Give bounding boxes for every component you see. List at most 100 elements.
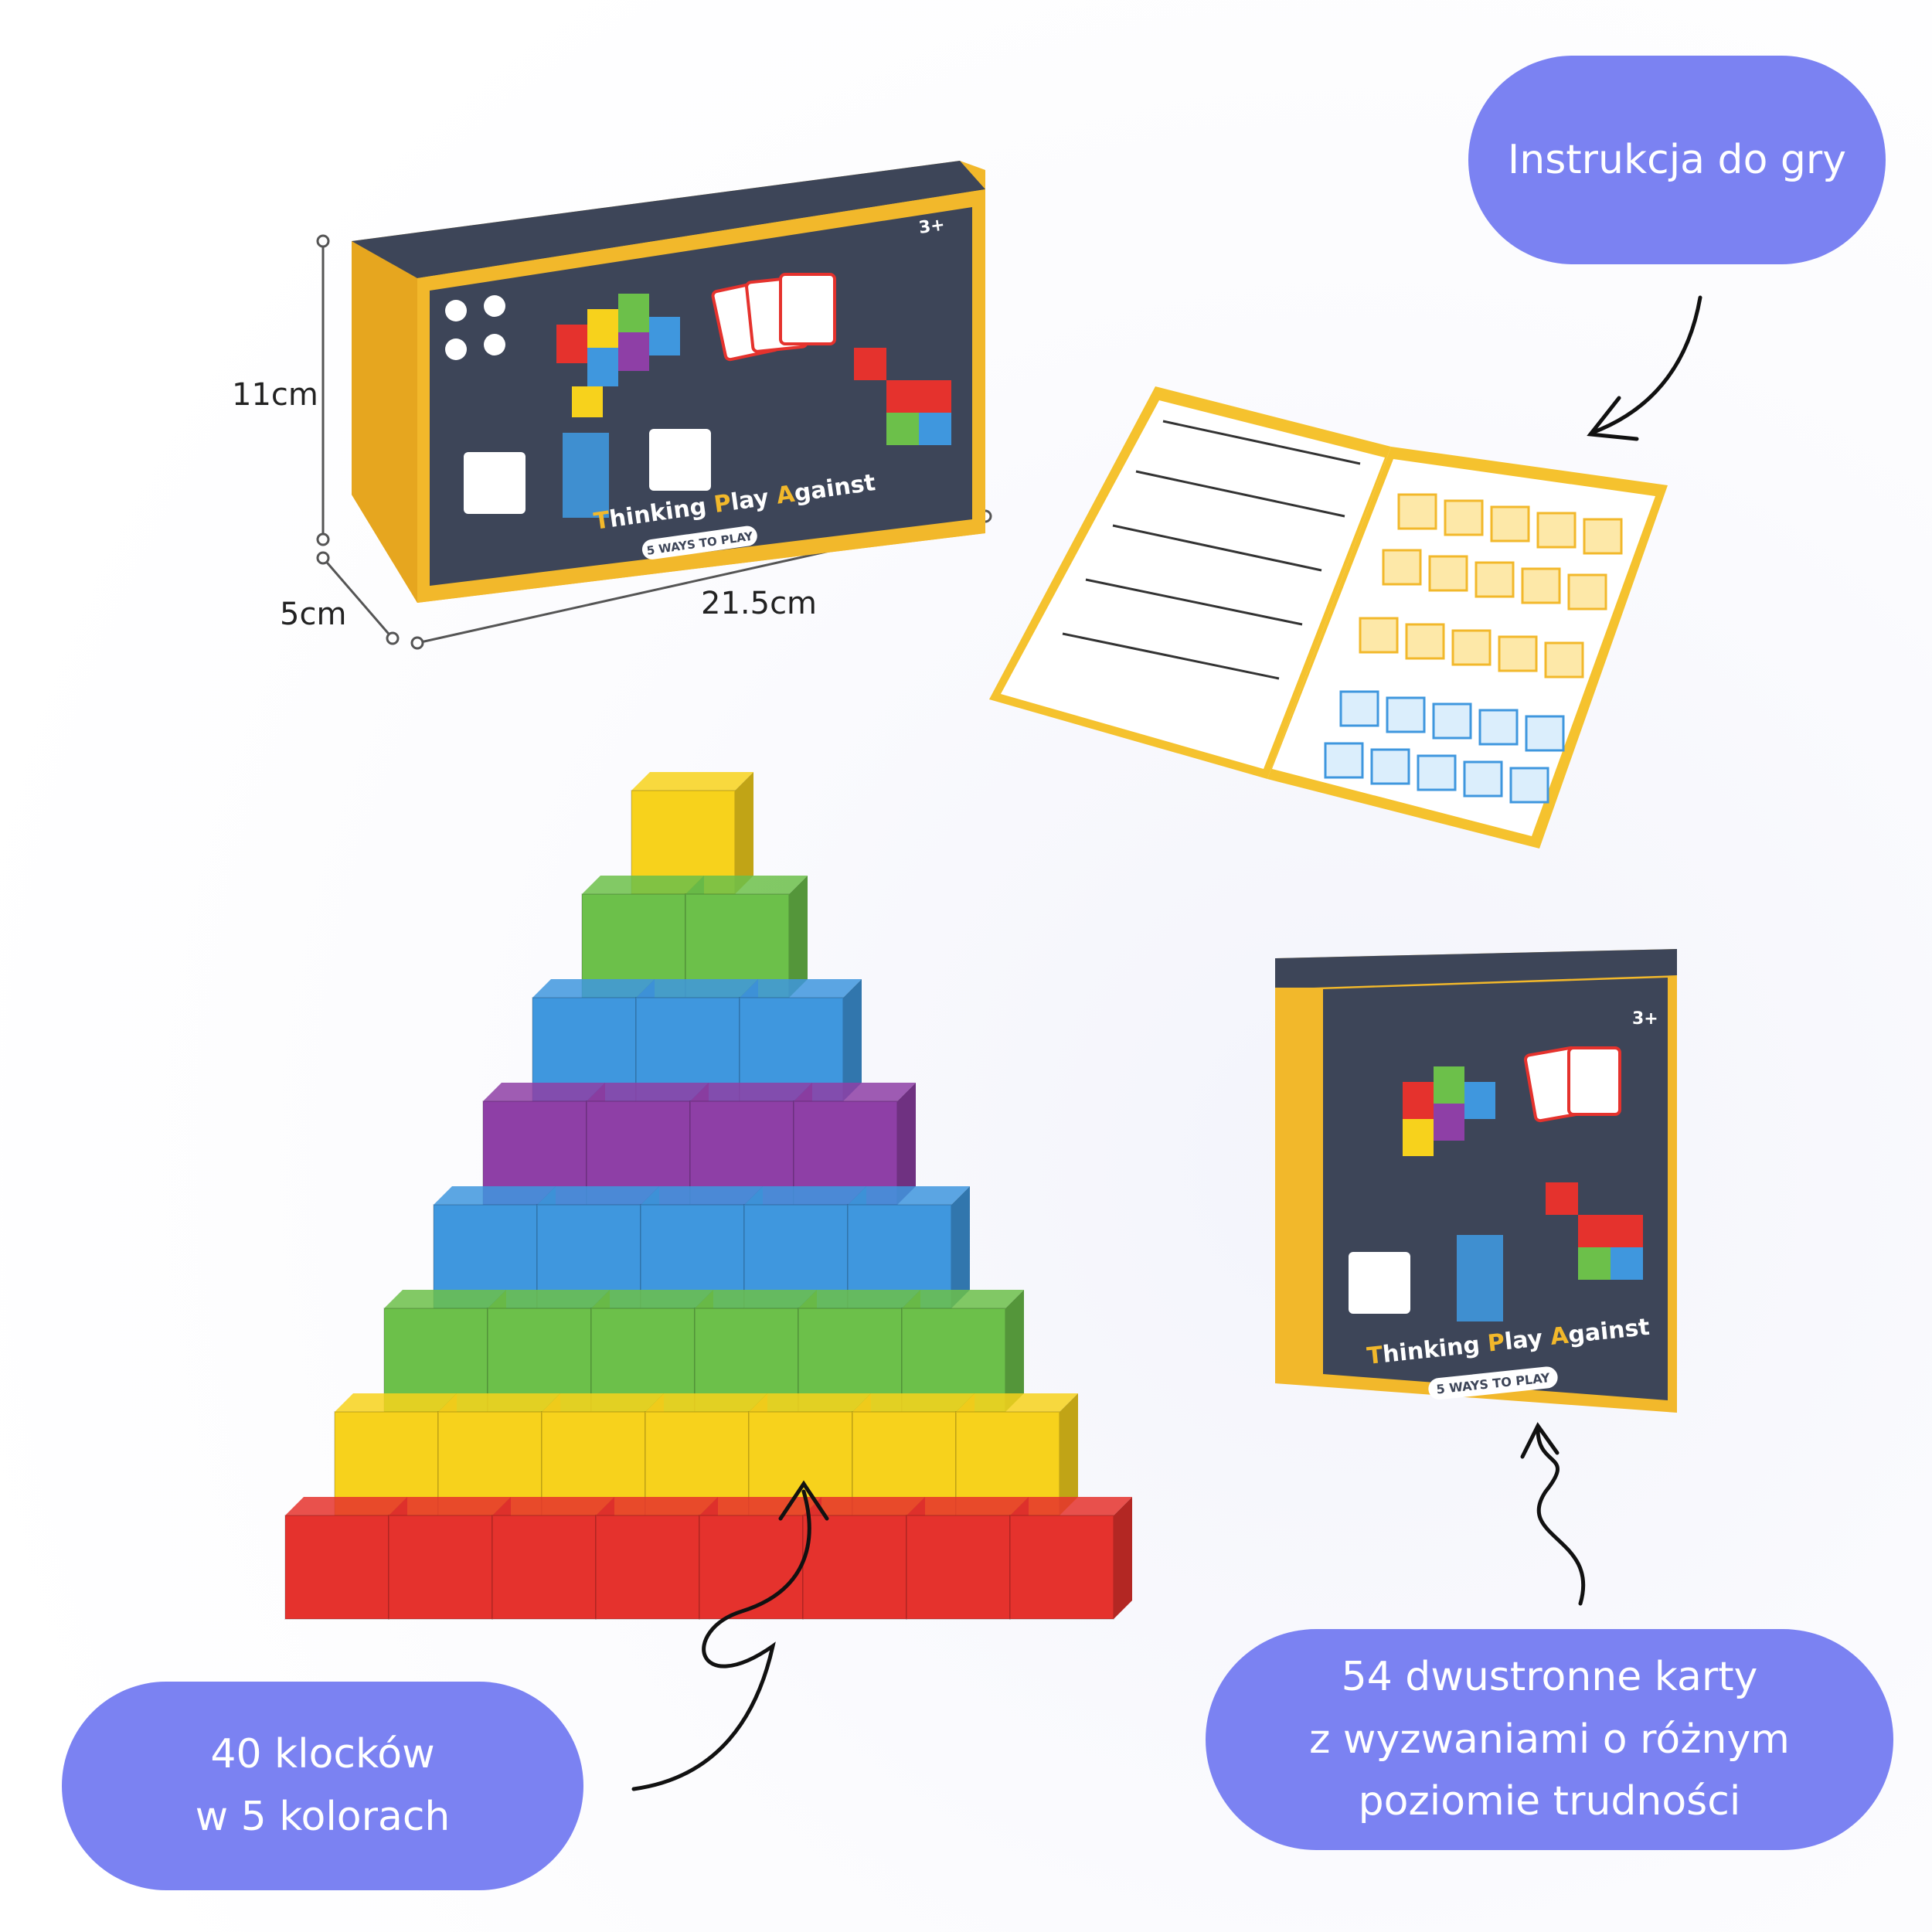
block-top-face (744, 1186, 866, 1205)
block-red (388, 1515, 493, 1620)
block-top-face (645, 1393, 767, 1412)
decorative-arrows (631, 295, 1702, 1791)
block-side-face (1060, 1393, 1078, 1515)
block-side-face (1114, 1497, 1132, 1619)
box-top-panel (352, 161, 985, 278)
block-top-face (803, 1497, 925, 1515)
block-top-face (434, 1186, 556, 1205)
box-title-part: lay (729, 483, 778, 516)
block-side-face (1005, 1290, 1024, 1412)
box-number-art (464, 429, 711, 518)
arrow-to-pyramid-icon (631, 1489, 811, 1791)
booklet-number-tiles (1324, 690, 1565, 804)
depth-dimension-label: 5cm (280, 597, 347, 632)
block-top-face (631, 772, 753, 791)
box-title-p: P (1486, 1328, 1506, 1357)
booklet-puzzle-tiles (1359, 493, 1623, 679)
blocks-callout: 40 klocków w 5 kolorach (62, 1682, 583, 1890)
block-side-face (843, 979, 862, 1101)
small-box-blocks-art (1403, 1066, 1495, 1156)
block-top-face (956, 1393, 1078, 1412)
block-top-face (483, 1083, 605, 1101)
arrow-to-booklet-icon-head (1587, 396, 1639, 441)
block-top-face (641, 1186, 763, 1205)
block-top-face (335, 1393, 457, 1412)
arrow-to-small-box-icon-head (1520, 1422, 1560, 1459)
block-top-face (587, 1083, 709, 1101)
cards-callout: 54 dwustronne karty z wyzwaniami o różny… (1206, 1629, 1893, 1850)
block-top-face (582, 876, 704, 894)
block-top-face (532, 979, 655, 998)
age-label: 3+ (917, 215, 946, 237)
box-title-p: P (713, 489, 733, 519)
block-red (1009, 1515, 1114, 1620)
box-pattern-art (854, 348, 951, 445)
block-top-face (685, 876, 808, 894)
block-top-face (798, 1290, 920, 1308)
block-top-face (699, 1497, 821, 1515)
arrow-to-booklet-icon (1590, 295, 1702, 435)
block-top-face (537, 1186, 659, 1205)
block-red (492, 1515, 597, 1620)
small-box-top (1275, 949, 1677, 988)
box-side-panel (352, 241, 417, 603)
block-top-face (690, 1083, 812, 1101)
block-top-face (438, 1393, 560, 1412)
booklet-rows (1062, 420, 1361, 680)
block-top-face (749, 1393, 871, 1412)
small-box-number-art (1349, 1235, 1503, 1321)
block-side-face (951, 1186, 970, 1308)
block-red (906, 1515, 1011, 1620)
cards-callout-line3: poziomie trudności (1358, 1778, 1741, 1825)
small-box-pattern-art (1546, 1182, 1643, 1280)
booklet-left-page (1001, 400, 1385, 769)
large-box: Thinking Play Against 5 WAYS TO PLAY 3+ (316, 161, 992, 650)
box-title-a: A (1549, 1322, 1570, 1351)
block-top-face (384, 1290, 506, 1308)
instruction-booklet (989, 386, 1668, 849)
block-top-face (542, 1393, 664, 1412)
box-cards-art (711, 273, 836, 362)
block-top-face (695, 1290, 817, 1308)
block-side-face (789, 876, 808, 998)
box-title-t: T (1366, 1342, 1385, 1370)
box-title-a: A (775, 481, 798, 510)
blocks-callout-line2: w 5 kolorach (195, 1794, 451, 1840)
block-top-face (740, 979, 862, 998)
block-red (284, 1515, 389, 1620)
feature-icons (445, 295, 505, 360)
small-box-age-label: 3+ (1632, 1009, 1658, 1029)
block-red (699, 1515, 804, 1620)
instructions-callout: Instrukcja do gry (1468, 56, 1886, 264)
block-top-face (906, 1497, 1029, 1515)
blocks-callout-line1: 40 klocków (210, 1731, 435, 1778)
block-red (802, 1515, 907, 1620)
width-dimension-label: 21.5cm (701, 586, 818, 621)
block-top-face (902, 1290, 1024, 1308)
arrow-to-small-box-icon (1536, 1427, 1586, 1606)
block-top-face (852, 1393, 975, 1412)
small-box-cards-art (1523, 1046, 1621, 1123)
block-top-face (848, 1186, 970, 1205)
arrow-to-pyramid-icon-head (778, 1480, 829, 1521)
height-dimension-label: 11cm (232, 377, 318, 413)
instructions-callout-text: Instrukcja do gry (1507, 136, 1847, 183)
block-top-face (591, 1290, 713, 1308)
block-top-face (636, 979, 758, 998)
block-top-face (488, 1290, 610, 1308)
block-red (595, 1515, 700, 1620)
cards-callout-line2: z wyzwaniami o różnym (1309, 1716, 1790, 1763)
block-side-face (735, 772, 753, 894)
small-box: Thinking Play Against 5 WAYS TO PLAY 3+ (1275, 949, 1677, 1413)
block-top-face (492, 1497, 614, 1515)
block-top-face (794, 1083, 916, 1101)
block-pyramid (284, 772, 1132, 1620)
block-top-face (596, 1497, 718, 1515)
block-side-face (897, 1083, 916, 1205)
box-title-part: lay (1503, 1324, 1552, 1355)
box-blocks-art (556, 294, 680, 417)
block-top-face (1010, 1497, 1132, 1515)
cards-callout-line1: 54 dwustronne karty (1341, 1654, 1758, 1701)
block-top-face (285, 1497, 407, 1515)
